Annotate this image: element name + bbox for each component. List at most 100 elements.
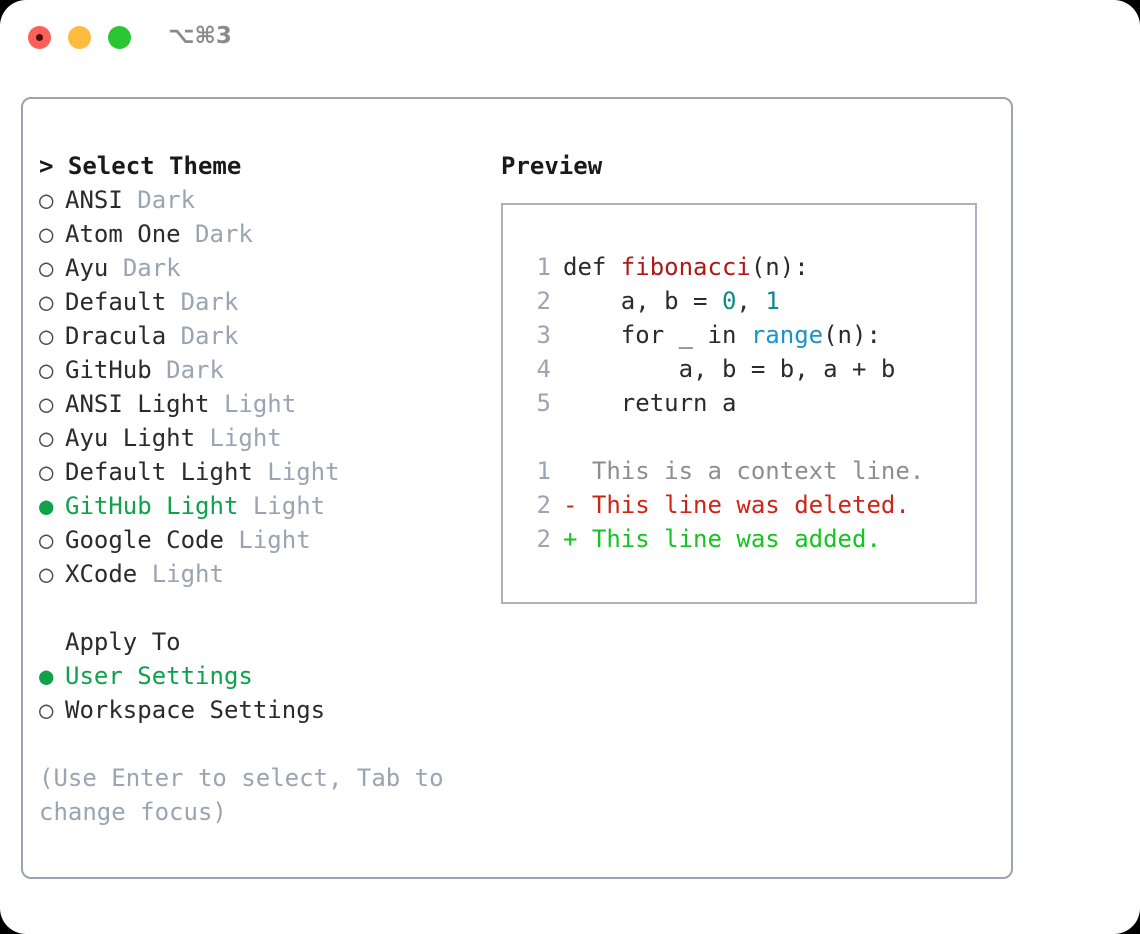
- gutter-gap: [551, 488, 563, 522]
- code-line: 1 def fibonacci(n):: [521, 250, 975, 284]
- radio-unselected-icon: ○: [39, 458, 54, 486]
- radio-unselected-icon: ○: [39, 526, 54, 554]
- code-token-plain: a, b = b, a + b: [563, 355, 896, 383]
- diff-marker: -: [563, 491, 578, 519]
- radio-unselected-icon: ○: [39, 220, 54, 248]
- theme-option-github[interactable]: ○GitHub Dark: [39, 353, 479, 387]
- theme-option-label: Dracula: [65, 322, 167, 350]
- code-token-plain: (n):: [750, 253, 809, 281]
- gutter-gap: [551, 318, 563, 352]
- code-token-fn: fibonacci: [620, 253, 751, 281]
- line-number: 3: [536, 321, 551, 349]
- hint-spacer: [39, 727, 479, 761]
- diff-line-deleted: 2 - This line was deleted.: [521, 488, 975, 522]
- apply-to-option-workspace-settings[interactable]: ○ Workspace Settings: [39, 693, 479, 727]
- theme-option-github-light[interactable]: ●GitHub Light Light: [39, 489, 479, 523]
- apply-to-option-label: Workspace Settings: [65, 696, 326, 724]
- theme-option-ansi[interactable]: ○ANSI Dark: [39, 183, 479, 217]
- line-number: 2: [536, 491, 551, 519]
- line-number: 2: [536, 525, 551, 553]
- code-token-plain: ,: [736, 287, 766, 315]
- theme-option-label: Atom One: [65, 220, 181, 248]
- gutter-gap: [551, 284, 563, 318]
- theme-option-ansi-light[interactable]: ○ANSI Light Light: [39, 387, 479, 421]
- theme-option-dracula[interactable]: ○ Dracula Dark: [39, 319, 479, 353]
- apply-to-option-user-settings[interactable]: ●User Settings: [39, 659, 479, 693]
- code-token-plain: for _ in: [563, 321, 751, 349]
- code-diff-separator: [521, 420, 975, 454]
- diff-text: This line was added.: [591, 525, 881, 553]
- code-token-num: 0: [721, 287, 737, 315]
- gutter-gap: [551, 454, 563, 488]
- radio-unselected-icon: ○: [39, 390, 54, 418]
- theme-option-list: ○ANSI Dark○Atom One Dark○Ayu Dark○Defaul…: [39, 183, 479, 591]
- theme-option-kind: Dark: [180, 322, 239, 350]
- list-spacer: [39, 591, 479, 625]
- theme-option-kind: Light: [209, 424, 282, 452]
- diff-marker-gap: [577, 491, 591, 519]
- theme-option-label: Google Code: [65, 526, 224, 554]
- code-token-num: 1: [765, 287, 780, 315]
- code-token-plain: (n):: [823, 321, 881, 349]
- close-window-button[interactable]: [28, 26, 51, 49]
- diff-text: This line was deleted.: [591, 491, 910, 519]
- diff-line-added: 2 + This line was added.: [521, 522, 975, 556]
- diff-marker-gap: [577, 525, 591, 553]
- code-token-plain: return a: [563, 389, 737, 417]
- theme-option-default[interactable]: ○Default Dark: [39, 285, 479, 319]
- maximize-window-button[interactable]: [108, 26, 131, 49]
- gutter-gap: [551, 250, 563, 284]
- radio-unselected-icon: ○: [39, 424, 54, 452]
- diff-marker: +: [563, 525, 578, 553]
- theme-option-ayu-light[interactable]: ○ Ayu Light Light: [39, 421, 479, 455]
- theme-option-xcode[interactable]: ○XCode Light: [39, 557, 479, 591]
- radio-unselected-icon: ○: [39, 186, 54, 214]
- theme-option-google-code[interactable]: ○ Google Code Light: [39, 523, 479, 557]
- minimize-window-button[interactable]: [68, 26, 91, 49]
- line-number: 5: [536, 389, 551, 417]
- theme-option-label: GitHub Light: [65, 492, 239, 520]
- theme-option-label: Ayu: [65, 254, 109, 282]
- theme-option-kind: Light: [252, 492, 326, 520]
- code-line: 2 a, b = 0, 1: [521, 284, 975, 318]
- apply-to-heading: Apply To: [65, 628, 181, 656]
- theme-option-ayu[interactable]: ○Ayu Dark: [39, 251, 479, 285]
- theme-option-kind: Light: [238, 526, 311, 554]
- theme-selector-column: > Select Theme ○ANSI Dark○Atom One Dark○…: [39, 149, 479, 829]
- code-line: 3 for _ in range(n):: [521, 318, 975, 352]
- radio-selected-icon: ●: [39, 662, 54, 690]
- theme-option-label: Default Light: [65, 458, 253, 486]
- code-token-plain: def: [563, 253, 621, 281]
- diff-marker: [563, 457, 577, 485]
- preview-column: Preview 1 def fibonacci(n):2 a, b = 0, 1…: [501, 149, 1001, 604]
- theme-option-default-light[interactable]: ○ Default Light Light: [39, 455, 479, 489]
- line-number: 4: [536, 355, 551, 383]
- radio-unselected-icon: ○: [39, 696, 54, 724]
- preview-heading: Preview: [501, 152, 603, 180]
- code-token-call: range: [750, 321, 824, 349]
- code-token-plain: a, b =: [563, 287, 722, 315]
- radio-unselected-icon: ○: [39, 322, 54, 350]
- theme-option-label: XCode: [65, 560, 138, 588]
- line-number: 2: [536, 287, 551, 315]
- theme-option-label: ANSI Light: [65, 390, 210, 418]
- theme-option-kind: Dark: [166, 356, 224, 384]
- theme-option-kind: Dark: [180, 288, 239, 316]
- select-theme-heading: > Select Theme: [39, 152, 242, 180]
- radio-unselected-icon: ○: [39, 356, 54, 384]
- code-line: 4 a, b = b, a + b: [521, 352, 975, 386]
- main-panel: > Select Theme ○ANSI Dark○Atom One Dark○…: [21, 97, 1013, 879]
- title-bar: ⌥⌘3: [0, 0, 1140, 76]
- theme-option-kind: Dark: [195, 220, 253, 248]
- radio-unselected-icon: ○: [39, 288, 54, 316]
- radio-unselected-icon: ○: [39, 560, 54, 588]
- theme-option-atom-one[interactable]: ○ Atom One Dark: [39, 217, 479, 251]
- radio-unselected-icon: ○: [39, 254, 54, 282]
- theme-option-label: Ayu Light: [65, 424, 196, 452]
- theme-option-kind: Light: [267, 458, 340, 486]
- gutter-gap: [551, 352, 563, 386]
- gutter-gap: [551, 522, 563, 556]
- code-line: 5 return a: [521, 386, 975, 420]
